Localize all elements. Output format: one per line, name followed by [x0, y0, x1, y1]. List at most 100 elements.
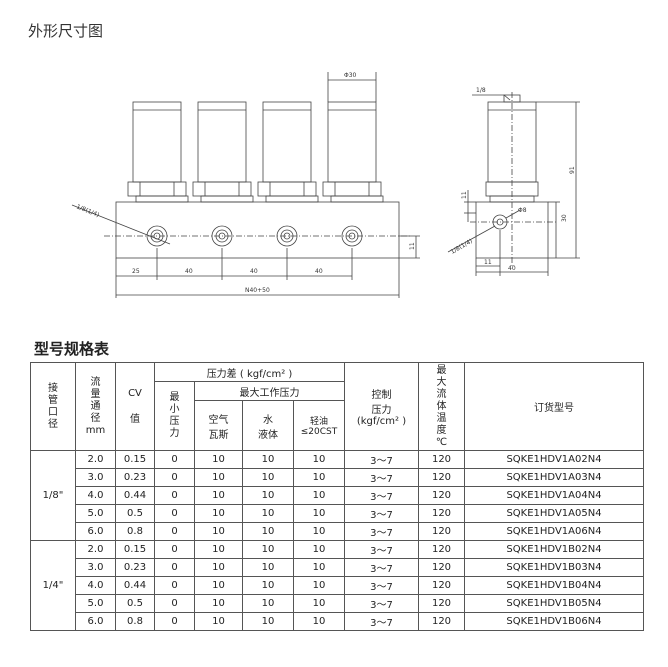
oil-cell: 10 — [293, 504, 345, 523]
front-dim-40c: 40 — [315, 268, 323, 275]
header-air: 空气 瓦斯 — [194, 400, 243, 451]
header-control: 控制 压力 (kgf/cm² ) — [344, 362, 419, 451]
ctrl-cell: 3～7 — [344, 522, 419, 541]
model-cell: SQKE1HDV1A02N4 — [464, 450, 644, 469]
air-cell: 10 — [194, 486, 243, 505]
air-cell: 10 — [194, 450, 243, 469]
flow-cell: 3.0 — [75, 468, 116, 487]
flow-cell: 4.0 — [75, 486, 116, 505]
table-row: 3.0 0.23 0 10 10 10 3～7 120 SQKE1HDV1A03… — [31, 468, 644, 487]
flow-cell: 3.0 — [75, 558, 116, 577]
air-cell: 10 — [194, 468, 243, 487]
table-row: 1/4" 2.0 0.15 0 10 10 10 3～7 120 SQKE1HD… — [30, 540, 644, 631]
spec-title: 型号规格表 — [34, 340, 110, 358]
air-cell: 10 — [194, 558, 243, 577]
table-row: 4.0 0.44 0 10 10 10 3～7 120 SQKE1HDV1A04… — [31, 486, 644, 505]
model-cell: SQKE1HDV1B03N4 — [464, 558, 644, 577]
ctrl-cell: 3～7 — [344, 576, 419, 595]
table-row: 5.0 0.5 0 10 10 10 3～7 120 SQKE1HDV1A05N… — [31, 504, 644, 523]
side-width-dim: 40 — [508, 265, 516, 272]
flow-cell: 2.0 — [75, 450, 116, 469]
temp-cell: 120 — [418, 522, 465, 541]
flow-cell: 5.0 — [75, 504, 116, 523]
water-cell: 10 — [242, 450, 294, 469]
oil-cell: 10 — [293, 594, 345, 613]
oil-cell: 10 — [293, 468, 345, 487]
front-port-label: 1/8(1/4) — [75, 203, 100, 218]
cv-cell: 0.5 — [115, 504, 155, 523]
flow-cell: 6.0 — [75, 522, 116, 541]
ctrl-cell: 3～7 — [344, 612, 419, 631]
cv-cell: 0.8 — [115, 522, 155, 541]
temp-cell: 120 — [418, 612, 465, 631]
side-top-label: 1/8 — [476, 87, 486, 94]
water-cell: 10 — [242, 612, 294, 631]
side-height-total: 91 — [569, 166, 576, 174]
header-water: 水 液体 — [242, 400, 294, 451]
model-cell: SQKE1HDV1B02N4 — [464, 540, 644, 559]
flow-cell: 4.0 — [75, 576, 116, 595]
flow-cell: 5.0 — [75, 594, 116, 613]
model-cell: SQKE1HDV1A04N4 — [464, 486, 644, 505]
header-min-pressure: 最小压力 — [154, 381, 195, 451]
model-cell: SQKE1HDV1B05N4 — [464, 594, 644, 613]
side-dia-label: Φ8 — [518, 207, 527, 214]
oil-cell: 10 — [293, 522, 345, 541]
side-dim-small: 11 — [484, 259, 492, 266]
min-cell: 0 — [154, 522, 195, 541]
ctrl-cell: 3～7 — [344, 504, 419, 523]
outline-drawing: 1/8(1/4) Φ30 25 40 40 40 N40+50 11 1/8 9… — [71, 72, 580, 298]
water-cell: 10 — [242, 576, 294, 595]
table-row: 5.0 0.5 0 10 10 10 3～7 120 SQKE1HDV1B05N… — [31, 594, 644, 613]
temp-cell: 120 — [418, 576, 465, 595]
side-height-mid: 30 — [561, 214, 568, 222]
front-dim-40b: 40 — [250, 268, 258, 275]
flow-cell: 6.0 — [75, 612, 116, 631]
oil-cell: 10 — [293, 540, 345, 559]
ctrl-cell: 3～7 — [344, 540, 419, 559]
pipe-size-cell: 1/4" — [30, 540, 76, 631]
cv-cell: 0.8 — [115, 612, 155, 631]
model-cell: SQKE1HDV1B04N4 — [464, 576, 644, 595]
cv-cell: 0.23 — [115, 558, 155, 577]
pipe-size-cell: 1/8" — [30, 450, 76, 541]
oil-cell: 10 — [293, 450, 345, 469]
table-row: 6.0 0.8 0 10 10 10 3～7 120 SQKE1HDV1A06N… — [31, 522, 644, 541]
ctrl-cell: 3～7 — [344, 558, 419, 577]
oil-cell: 10 — [293, 558, 345, 577]
ctrl-cell: 3～7 — [344, 450, 419, 469]
table-row: 4.0 0.44 0 10 10 10 3～7 120 SQKE1HDV1B04… — [31, 576, 644, 595]
model-cell: SQKE1HDV1A06N4 — [464, 522, 644, 541]
water-cell: 10 — [242, 504, 294, 523]
ctrl-cell: 3～7 — [344, 468, 419, 487]
cv-cell: 0.44 — [115, 576, 155, 595]
header-oil: 轻油 ≤20CST — [293, 400, 345, 451]
front-dim-25: 25 — [132, 268, 140, 275]
table-row: 1/8" 2.0 0.15 0 10 10 10 3～7 120 SQKE1HD… — [30, 450, 644, 541]
temp-cell: 120 — [418, 558, 465, 577]
cv-cell: 0.23 — [115, 468, 155, 487]
min-cell: 0 — [154, 486, 195, 505]
header-order: 订货型号 — [464, 362, 644, 451]
front-dia-label: Φ30 — [344, 72, 357, 79]
water-cell: 10 — [242, 486, 294, 505]
ctrl-cell: 3～7 — [344, 486, 419, 505]
outline-title: 外形尺寸图 — [28, 22, 104, 40]
temp-cell: 120 — [418, 450, 465, 469]
air-cell: 10 — [194, 612, 243, 631]
min-cell: 0 — [154, 576, 195, 595]
cv-cell: 0.5 — [115, 594, 155, 613]
front-height-dim: 11 — [409, 242, 416, 250]
ctrl-cell: 3～7 — [344, 594, 419, 613]
oil-cell: 10 — [293, 612, 345, 631]
model-cell: SQKE1HDV1A05N4 — [464, 504, 644, 523]
air-cell: 10 — [194, 504, 243, 523]
min-cell: 0 — [154, 594, 195, 613]
front-total-dim: N40+50 — [245, 287, 270, 294]
model-cell: SQKE1HDV1B06N4 — [464, 612, 644, 631]
header-max-temp: 最大流体温度℃ — [418, 362, 465, 451]
water-cell: 10 — [242, 558, 294, 577]
temp-cell: 120 — [418, 468, 465, 487]
cv-cell: 0.44 — [115, 486, 155, 505]
